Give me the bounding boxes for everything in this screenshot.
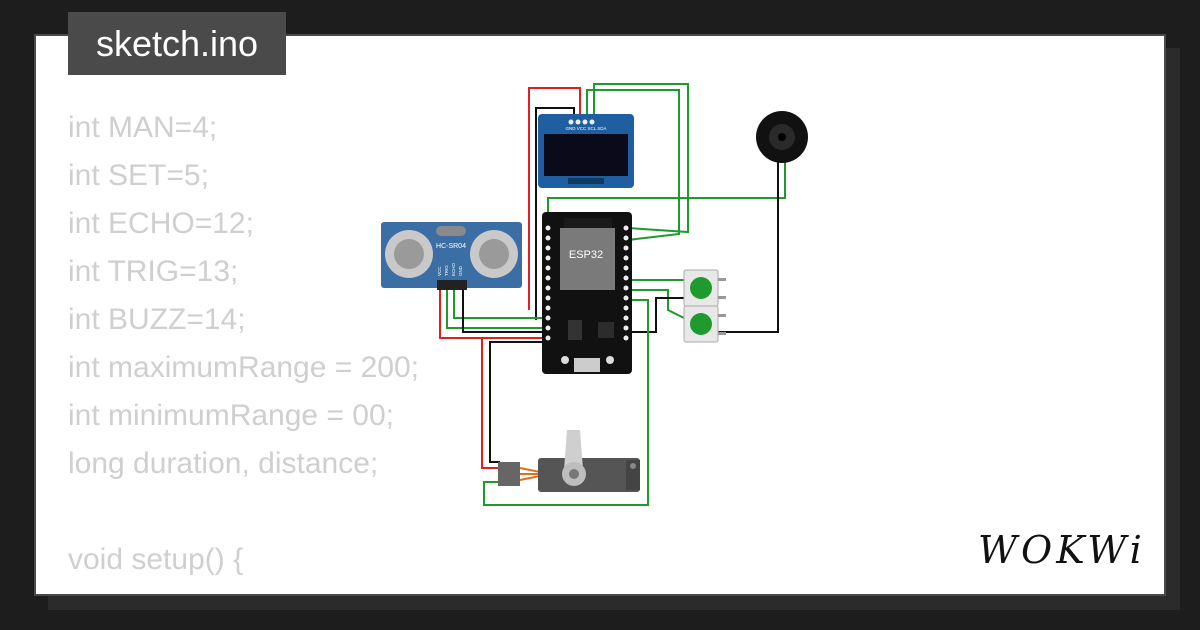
- code-line: int TRIG=13;: [68, 255, 239, 288]
- code-line: int MAN=4;: [68, 111, 218, 144]
- pin-label-gnd: GND: [458, 265, 463, 276]
- pin-label-echo: ECHO: [451, 262, 456, 276]
- servo-motor[interactable]: [498, 430, 640, 492]
- wire-oled-scl: [586, 89, 680, 241]
- wire-us-vcc: [439, 290, 546, 339]
- wire-us-trig: [446, 290, 546, 329]
- push-button-bottom[interactable]: [683, 305, 726, 343]
- code-line: int ECHO=12;: [68, 207, 254, 240]
- code-line: int BUZZ=14;: [68, 303, 246, 336]
- ultrasonic-pin-labels: VCC TRIG ECHO GND: [437, 262, 463, 276]
- code-line: int maximumRange = 200;: [68, 351, 420, 384]
- code-line: int SET=5;: [68, 159, 209, 192]
- wires: [439, 83, 786, 506]
- wire-button-gnd: [628, 297, 684, 333]
- wire-us-echo: [453, 290, 546, 319]
- code-line: pinMode(TRIG, OUTPUT);: [68, 584, 538, 592]
- ultrasonic-label: HC-SR04: [436, 243, 466, 250]
- code-line: int minimumRange = 00;: [68, 399, 394, 432]
- buzzer[interactable]: [756, 111, 808, 163]
- esp32-pins: [545, 225, 629, 341]
- wokwi-logo: WOKWi: [978, 528, 1146, 572]
- wire-servo-vcc: [481, 337, 546, 469]
- code-line: void setup() {: [68, 543, 244, 576]
- wire-buzzer-gnd: [718, 160, 779, 333]
- oled-display[interactable]: GND VCC SCL SDA: [538, 114, 634, 188]
- code-line: long duration, distance;: [68, 447, 379, 480]
- pin-label-vcc: VCC: [437, 266, 442, 276]
- push-button-top[interactable]: [683, 269, 726, 307]
- code-snippet: int MAN=4; int SET=5; int ECHO=12; int T…: [68, 104, 538, 592]
- ultrasonic-sensor[interactable]: HC-SR04 VCC TRIG ECHO GND: [381, 222, 522, 290]
- wire-servo-gnd: [489, 341, 546, 463]
- wire-oled-sda: [593, 83, 689, 234]
- pin-label-trig: TRIG: [444, 265, 449, 276]
- wire-servo-signal: [483, 299, 649, 506]
- file-tab[interactable]: sketch.ino: [68, 12, 286, 75]
- wire-oled-vcc: [528, 87, 581, 310]
- esp32-label: ESP32: [569, 249, 603, 261]
- oled-pin-labels: GND VCC SCL SDA: [565, 126, 606, 131]
- wire-us-gnd: [462, 290, 546, 333]
- wire-button-2: [628, 289, 685, 319]
- esp32-board[interactable]: ESP32: [542, 212, 632, 374]
